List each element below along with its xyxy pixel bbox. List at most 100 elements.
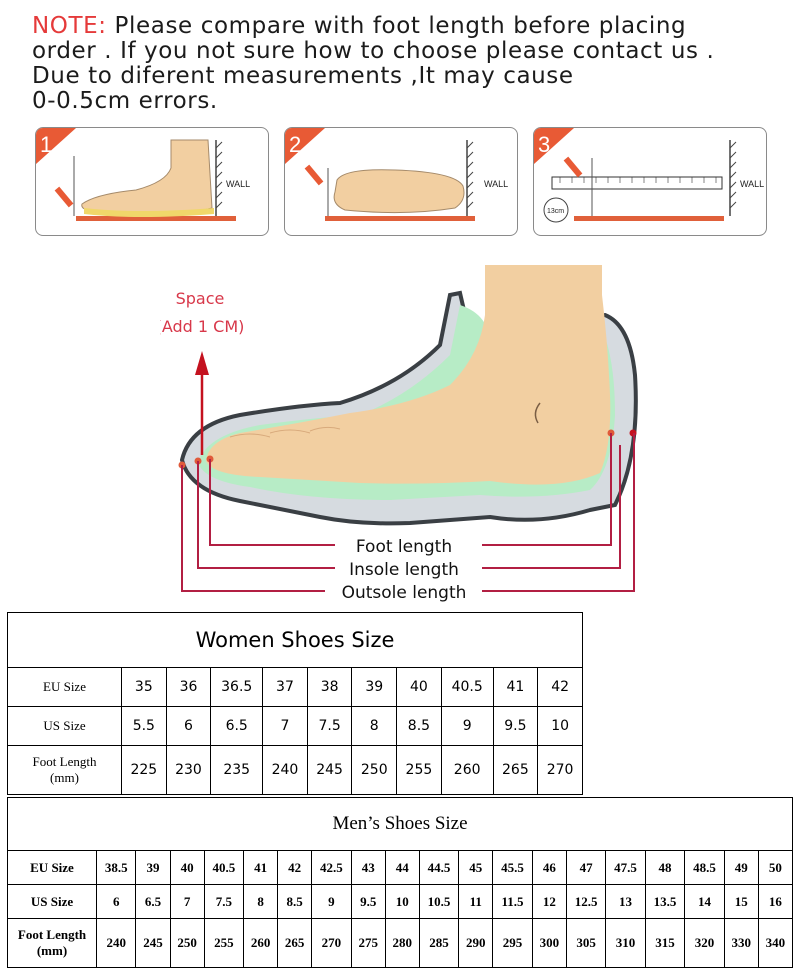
size-cell: 38	[306, 667, 353, 707]
size-cell: 255	[203, 918, 245, 968]
step-badge	[534, 128, 574, 164]
magnifier	[543, 197, 569, 223]
step-1-illustration: 1 WALL	[36, 128, 250, 221]
size-cell: 265	[492, 745, 539, 795]
size-cell: 37	[262, 667, 308, 707]
size-cell: 11	[458, 884, 494, 919]
size-cell: 9.5	[492, 706, 539, 746]
size-cell: 250	[169, 918, 205, 968]
size-cell: 10.5	[418, 884, 460, 919]
men-table-title: Men’s Shoes Size	[7, 797, 793, 851]
size-cell: 255	[396, 745, 442, 795]
women-table-title: Women Shoes Size	[7, 612, 583, 668]
size-cell: 47.5	[605, 850, 646, 885]
us-size-label: US Size	[7, 706, 122, 746]
size-cell: 6	[95, 884, 137, 919]
step-1-panel: 1 WALL	[35, 127, 269, 236]
size-cell: 7	[262, 706, 308, 746]
size-cell: 7.5	[306, 706, 353, 746]
size-cell: 5.5	[121, 706, 167, 746]
size-cell: 41	[243, 850, 279, 885]
size-cell: 6	[165, 706, 212, 746]
size-cell: 245	[135, 918, 171, 968]
size-cell: 45.5	[492, 850, 533, 885]
step-3-illustration: 3 13cm WALL	[534, 128, 764, 223]
size-cell: 40.5	[440, 667, 494, 707]
step-number: 1	[40, 132, 52, 157]
size-cell: 12.5	[565, 884, 607, 919]
size-cell: 38.5	[95, 850, 137, 885]
size-cell: 13	[605, 884, 646, 919]
size-cell: 8.5	[277, 884, 313, 919]
size-cell: 260	[243, 918, 279, 968]
size-cell: 40	[169, 850, 205, 885]
size-cell: 36	[165, 667, 212, 707]
size-cell: 285	[418, 918, 460, 968]
size-cell: 12	[531, 884, 567, 919]
step-2-illustration: 2 WALL	[285, 128, 508, 221]
size-cell: 300	[531, 918, 567, 968]
size-cell: 48.5	[684, 850, 725, 885]
step-badge	[285, 128, 325, 164]
foot-measurement-diagram: Space (Add 1 CM) Foot length Insole leng…	[160, 265, 638, 603]
size-cell: 8	[351, 706, 398, 746]
size-cell: 315	[644, 918, 686, 968]
note-label: NOTE:	[32, 13, 107, 39]
note-line-3: Due to diferent measurements ,It may cau…	[32, 63, 574, 89]
size-cell: 49	[723, 850, 759, 885]
size-cell: 13.5	[644, 884, 686, 919]
step-number: 3	[538, 132, 550, 157]
size-cell: 330	[723, 918, 759, 968]
size-cell: 275	[350, 918, 386, 968]
size-cell: 44.5	[418, 850, 460, 885]
size-cell: 42.5	[311, 850, 352, 885]
foot-length-label: Foot Length(mm)	[7, 918, 97, 968]
size-cell: 47	[565, 850, 607, 885]
size-cell: 16	[757, 884, 794, 919]
size-cell: 46	[531, 850, 567, 885]
size-cell: 15	[723, 884, 759, 919]
size-cell: 40	[396, 667, 442, 707]
wall-label: WALL	[740, 179, 764, 189]
size-cell: 8.5	[396, 706, 442, 746]
size-cell: 270	[537, 745, 583, 795]
size-cell: 39	[135, 850, 171, 885]
eu-size-label: EU Size	[7, 667, 122, 707]
size-cell: 48	[644, 850, 686, 885]
foot-length-label: Foot Length(mm)	[7, 745, 122, 795]
outsole-length-label: Outsole length	[342, 583, 467, 603]
size-cell: 295	[492, 918, 533, 968]
note-line-2: order . If you not sure how to choose pl…	[32, 38, 715, 64]
magnifier-tag: 13cm	[547, 208, 564, 215]
size-cell: 260	[440, 745, 494, 795]
size-cell: 235	[210, 745, 264, 795]
size-cell: 340	[757, 918, 794, 968]
wall-label: WALL	[484, 179, 508, 189]
size-cell: 6.5	[210, 706, 264, 746]
size-cell: 40.5	[203, 850, 245, 885]
size-cell: 8	[243, 884, 279, 919]
size-cell: 42	[277, 850, 313, 885]
size-cell: 42	[537, 667, 583, 707]
size-cell: 9	[311, 884, 352, 919]
size-cell: 9.5	[350, 884, 386, 919]
size-cell: 39	[351, 667, 398, 707]
size-cell: 11.5	[492, 884, 533, 919]
foot-shape	[206, 265, 611, 485]
size-cell: 41	[492, 667, 539, 707]
size-cell: 9	[440, 706, 494, 746]
note-line-4: 0-0.5cm errors.	[32, 88, 218, 114]
size-cell: 290	[458, 918, 494, 968]
size-cell: 240	[95, 918, 137, 968]
note-line-1: NOTE: Please compare with foot length be…	[32, 13, 687, 39]
foot-length-label: Foot length	[356, 537, 452, 557]
size-cell: 36.5	[210, 667, 264, 707]
size-cell: 7.5	[203, 884, 245, 919]
size-cell: 280	[384, 918, 420, 968]
size-cell: 230	[165, 745, 212, 795]
insole-length-label: Insole length	[349, 560, 459, 580]
step-2-panel: 2 WALL	[284, 127, 518, 236]
step-badge	[36, 128, 76, 164]
